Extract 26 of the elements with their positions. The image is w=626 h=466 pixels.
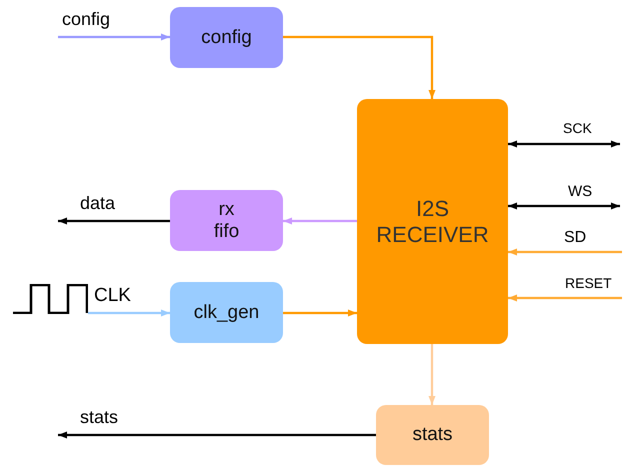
clock-waveform-icon xyxy=(12,284,88,314)
arrow xyxy=(283,310,357,316)
box-label: rx fifo xyxy=(214,198,240,242)
arrow xyxy=(508,294,622,302)
box-label: stats xyxy=(412,424,453,446)
box-label: clk_gen xyxy=(194,302,260,324)
process-box xyxy=(170,7,283,68)
process-box xyxy=(376,405,489,465)
arrow xyxy=(508,202,620,210)
process-box xyxy=(170,190,283,251)
arrow xyxy=(508,140,620,148)
edge-label: config xyxy=(62,10,110,30)
arrow xyxy=(283,36,436,99)
arrow xyxy=(88,310,170,316)
box-label: I2S RECEIVER xyxy=(376,196,489,247)
process-box xyxy=(357,99,508,344)
box-label: config xyxy=(201,26,252,48)
arrow xyxy=(58,34,170,40)
process-box xyxy=(170,282,283,343)
arrow xyxy=(428,344,436,405)
edge-label: RESET xyxy=(565,276,612,292)
arrow xyxy=(58,218,170,224)
arrow xyxy=(283,218,357,224)
edge-label: SCK xyxy=(563,121,592,136)
arrow xyxy=(58,432,376,438)
arrow xyxy=(508,248,622,256)
